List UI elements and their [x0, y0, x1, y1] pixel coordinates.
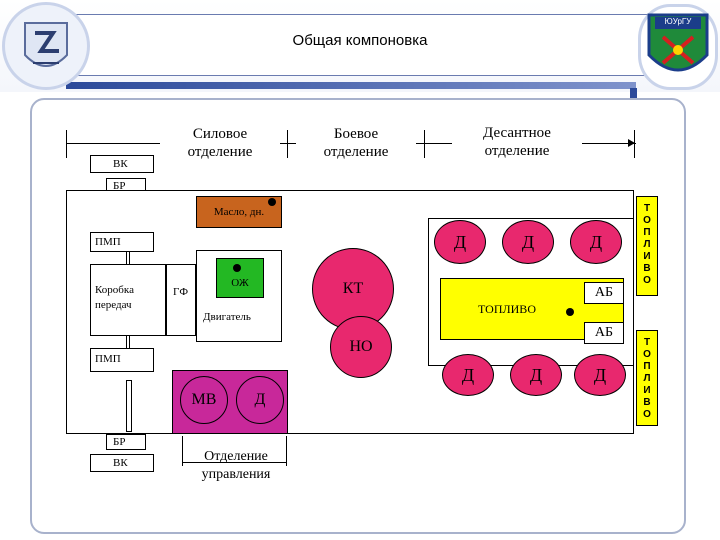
troop-compartment-label: Десантное отделение [452, 124, 582, 160]
emblem-text: ЮУрГУ [664, 17, 692, 26]
no-label: НО [349, 338, 373, 355]
power-compartment-label: Силовое отделение [160, 125, 280, 161]
battery-box: АБ [584, 322, 624, 344]
gearbox-box: Коробка передач [90, 264, 166, 336]
dimension-tick [287, 130, 288, 158]
driver-seat: Д [236, 376, 284, 424]
troop-seat: Д [510, 354, 562, 396]
fuel-label: ТОПЛИВО [478, 302, 536, 316]
dimension-tick [286, 436, 287, 466]
pmp-bottom-box: ПМП [90, 348, 154, 372]
dimension-tick [182, 436, 183, 466]
troop-seat: Д [570, 220, 622, 264]
mv-seat: МВ [180, 376, 228, 424]
side-fuel-tank-top: Т О П Л И В О [636, 196, 658, 296]
pmp-top-box: ПМП [90, 232, 154, 252]
university-emblem-left [2, 2, 90, 90]
page-title: Общая компоновка [292, 32, 428, 49]
control-dimension-line [182, 462, 286, 463]
side-fuel-tank-bottom: Т О П Л И В О [636, 330, 658, 426]
university-emblem-right: ЮУрГУ [638, 4, 718, 90]
emblem-icon [24, 22, 68, 67]
br-bottom-box: БР [106, 434, 146, 450]
shaft [126, 252, 130, 264]
arrow-right-icon [628, 139, 635, 147]
oil-box: Масло, дн. [196, 196, 282, 228]
coolant-filler-dot [233, 264, 241, 272]
troop-seat: Д [574, 354, 626, 396]
vk-top-box: ВК [90, 155, 154, 173]
troop-seat: Д [442, 354, 494, 396]
troop-seat: Д [502, 220, 554, 264]
coolant-box: ОЖ [216, 258, 264, 298]
control-compartment-label: Отделение управления [178, 448, 294, 484]
shaft [126, 336, 130, 348]
battery-box: АБ [584, 282, 624, 304]
dimension-tick [424, 130, 425, 158]
gf-box: ГФ [166, 264, 196, 336]
combat-compartment-label: Боевое отделение [296, 125, 416, 161]
fuel-filler-dot [566, 308, 574, 316]
kt-label: КТ [342, 280, 364, 297]
shaft-lower [126, 380, 132, 432]
header-divider-end [630, 88, 637, 98]
shield-icon [647, 13, 709, 72]
header-divider [66, 82, 636, 89]
title-frame [60, 14, 660, 76]
oil-filler-dot [268, 198, 276, 206]
vk-bottom-box: ВК [90, 454, 154, 472]
troop-seat: Д [434, 220, 486, 264]
dimension-tick [66, 130, 67, 158]
no-circle: НО [330, 316, 392, 378]
